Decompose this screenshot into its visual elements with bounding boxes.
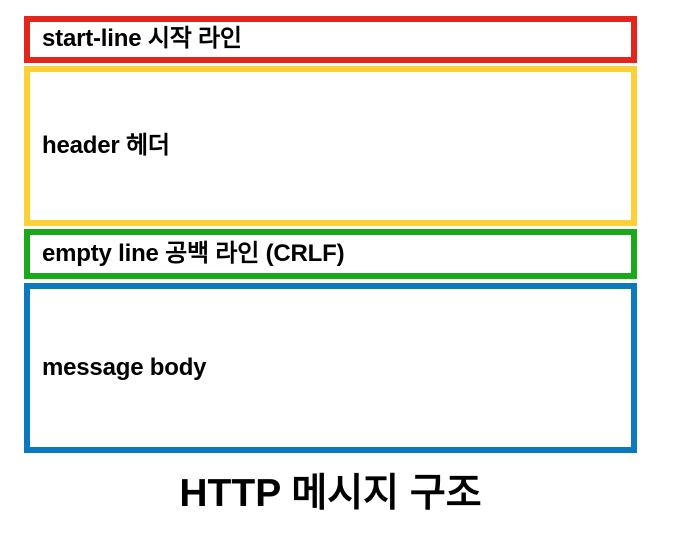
diagram-block-start-line-label: start-line 시작 라인 — [42, 25, 242, 53]
diagram-block-start-line-inner: start-line 시작 라인 — [32, 24, 629, 55]
diagram-block-message-body: message body — [24, 283, 637, 453]
diagram-block-start-line: start-line 시작 라인 — [24, 16, 637, 63]
diagram-block-empty-line: empty line 공백 라인 (CRLF) — [24, 229, 637, 279]
diagram-block-message-body-inner: message body — [32, 291, 629, 445]
diagram-block-empty-line-inner: empty line 공백 라인 (CRLF) — [32, 237, 629, 271]
diagram-block-message-body-label: message body — [42, 353, 207, 381]
diagram-block-header-label: header 헤더 — [42, 131, 170, 159]
diagram-block-header-inner: header 헤더 — [32, 74, 629, 218]
diagram-block-empty-line-label: empty line 공백 라인 (CRLF) — [42, 239, 345, 267]
diagram-caption: HTTP 메시지 구조 — [179, 472, 482, 515]
diagram-block-header: header 헤더 — [24, 66, 637, 226]
